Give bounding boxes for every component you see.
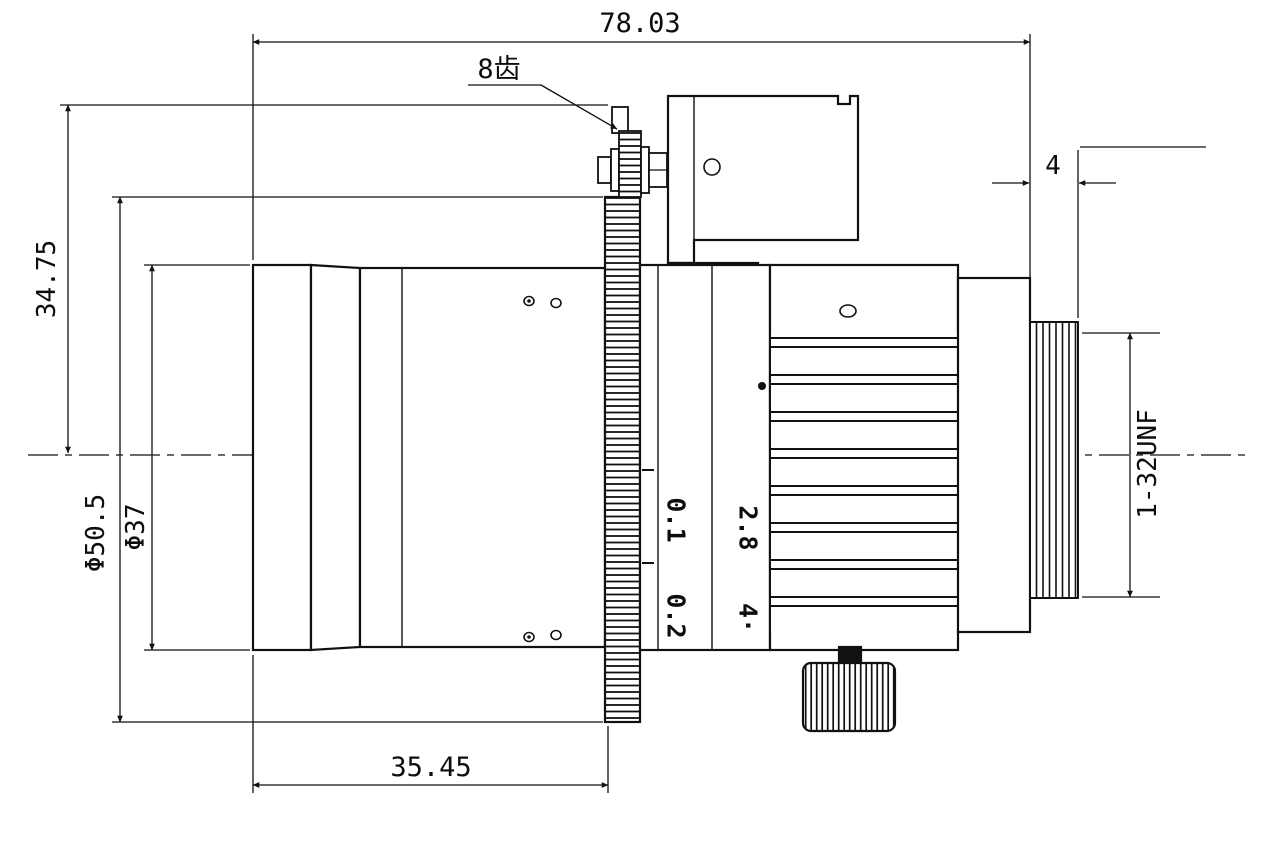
pinion-washer-right xyxy=(640,146,650,194)
thumbscrew-stem xyxy=(837,645,863,665)
front-ring xyxy=(251,263,313,652)
dimension-thread-spec: 1-32UNF xyxy=(1082,332,1163,598)
dimension-total-length: 78.03 xyxy=(252,8,1031,318)
callout-gear-teeth: 8齿 xyxy=(468,54,618,130)
dimension-height-to-axis-label: 34.75 xyxy=(32,240,62,318)
motor-housing xyxy=(666,94,860,265)
focus-mark-0-2: 0.2 xyxy=(662,593,691,638)
dimension-front-length: 35.45 xyxy=(252,655,609,793)
mount-barrel xyxy=(956,276,1032,634)
set-screws xyxy=(523,295,562,643)
lens-body xyxy=(28,94,1252,733)
bracket-screw xyxy=(703,158,721,176)
c-mount-thread xyxy=(1029,321,1079,599)
thumbscrew-knob xyxy=(801,661,897,733)
pinion-gear xyxy=(618,130,642,198)
grip-screw xyxy=(839,304,857,318)
pinion-screw-head xyxy=(611,106,629,134)
grip-ribs xyxy=(771,333,957,631)
pinion-assembly xyxy=(597,106,668,198)
front-taper xyxy=(309,263,362,652)
dimension-outer-diameter-label: Φ50.5 xyxy=(81,494,111,572)
dimension-front-diameter-label: Φ37 xyxy=(121,504,151,551)
aperture-mark-2-8: 2.8 xyxy=(734,505,763,550)
aperture-mark-4: 4· xyxy=(734,603,763,633)
pinion-washer-left xyxy=(610,148,620,192)
scale-ring-section xyxy=(638,263,772,652)
dimension-front-length-label: 35.45 xyxy=(390,752,471,783)
dimension-front-diameter: Φ37 xyxy=(121,264,250,651)
dimension-layer: 78.03 8齿 4 34.75 Φ50.5 xyxy=(32,8,1206,793)
drive-gear-ring xyxy=(603,195,642,724)
dimension-height-to-axis: 34.75 xyxy=(32,104,608,454)
focus-ring-barrel xyxy=(358,266,607,649)
dimension-thread-length: 4 xyxy=(992,146,1206,318)
index-dot xyxy=(758,382,766,390)
focus-mark-0-1: 0.1 xyxy=(662,497,691,542)
pinion-shaft-stub xyxy=(597,156,612,184)
thumbscrew xyxy=(801,645,897,733)
callout-gear-teeth-label: 8齿 xyxy=(477,54,520,85)
barrel-scale-labels: 0.1 0.2 2.8 4· xyxy=(662,497,763,638)
dimension-thread-length-label: 4 xyxy=(1045,151,1061,181)
dimension-thread-spec-label: 1-32UNF xyxy=(1133,409,1163,519)
dimension-total-length-label: 78.03 xyxy=(599,8,680,39)
dimension-outer-diameter: Φ50.5 xyxy=(81,196,603,723)
